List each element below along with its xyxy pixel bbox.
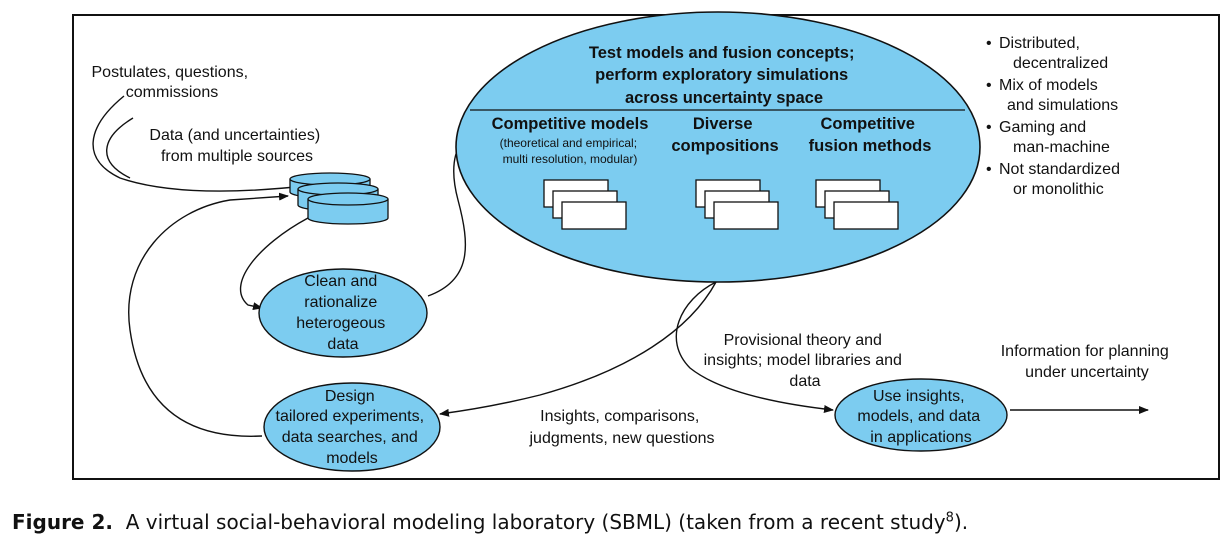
characteristics-list: • Distributed, decentralized • Mix of mo…: [986, 35, 1120, 198]
design-feedback-loop-arrow: [128, 192, 289, 437]
main-simulation-ellipse: Test models and fusion concepts; perform…: [455, 11, 981, 283]
database-to-clean-arrow: [239, 217, 309, 311]
design-line: tailored experiments,: [276, 408, 425, 425]
use-insights-line: models, and data: [857, 408, 980, 425]
data-sources-line: Data (and uncertainties): [149, 127, 320, 144]
bullet-marker: •: [986, 77, 992, 94]
postulates-line: commissions: [126, 84, 218, 101]
information-planning-label: Information for planning under uncertain…: [1001, 343, 1174, 381]
provisional-line: Provisional theory and: [724, 332, 882, 349]
design-experiments-label: Design tailored experiments, data search…: [276, 388, 429, 467]
bullet-text: Mix of models: [999, 77, 1098, 94]
competitive-models-title: Competitive models: [492, 115, 649, 133]
clean-data-label: Clean and rationalize heterogeous data: [296, 273, 389, 353]
figure-caption-tail: ).: [953, 510, 969, 534]
use-insights-line: Use insights,: [873, 388, 965, 405]
competitive-models-subtitle-line: multi resolution, modular): [503, 152, 638, 166]
compositions-document-stack-icon: [695, 179, 779, 230]
clean-data-ellipse: Clean and rationalize heterogeous data: [258, 268, 428, 358]
information-line: Information for planning: [1001, 343, 1169, 360]
clean-data-line: data: [327, 336, 358, 353]
fusion-methods-line: Competitive: [820, 115, 914, 133]
clean-data-line: heterogeous: [296, 315, 385, 332]
ellipse-to-use-arrow: [675, 281, 834, 413]
data-sources-line: from multiple sources: [161, 148, 313, 165]
postulates-arrow: [92, 95, 306, 192]
clean-data-line: rationalize: [304, 294, 377, 311]
bullet-marker: •: [986, 161, 992, 178]
fusion-document-stack-icon: [815, 179, 899, 230]
competitive-models-subtitle: (theoretical and empirical; multi resolu…: [500, 136, 641, 166]
design-line: models: [326, 450, 378, 467]
bullet-text: and simulations: [1007, 97, 1118, 114]
provisional-line: insights; model libraries and: [704, 352, 902, 369]
ellipse-title-line: perform exploratory simulations: [595, 66, 848, 84]
figure-caption: Figure 2. A virtual social-behavioral mo…: [12, 510, 968, 534]
postulates-label: Postulates, questions, commissions: [92, 64, 253, 101]
use-insights-ellipse: Use insights, models, and data in applic…: [834, 378, 1008, 452]
ellipse-title-line: across uncertainty space: [625, 89, 823, 107]
data-sources-label: Data (and uncertainties) from multiple s…: [149, 127, 324, 165]
bullet-text: Gaming and: [999, 119, 1086, 136]
information-line: under uncertainty: [1025, 364, 1149, 381]
competitive-models-subtitle-line: (theoretical and empirical;: [500, 136, 637, 150]
bullet-marker: •: [986, 35, 992, 52]
ellipse-title: Test models and fusion concepts; perform…: [589, 44, 859, 107]
bullet-marker: •: [986, 119, 992, 136]
bullet-text: Not standardized: [999, 161, 1120, 178]
postulates-line: Postulates, questions,: [92, 64, 249, 81]
diverse-compositions-line: Diverse: [693, 115, 753, 133]
design-experiments-ellipse: Design tailored experiments, data search…: [263, 382, 441, 472]
ellipse-to-design-arrow: [439, 281, 717, 417]
insights-comparisons-line: judgments, new questions: [529, 430, 715, 447]
bullet-text: decentralized: [1013, 55, 1108, 72]
use-insights-line: in applications: [870, 429, 971, 446]
data-sources-database-icon: [289, 172, 389, 225]
diverse-compositions-title: Diverse compositions: [671, 115, 778, 155]
insights-comparisons-label: Insights, comparisons, judgments, new qu…: [529, 408, 715, 447]
sbml-diagram: Test models and fusion concepts; perform…: [72, 11, 1220, 480]
figure-caption-ref: 8: [945, 510, 954, 526]
use-insights-label: Use insights, models, and data in applic…: [857, 388, 984, 446]
diverse-compositions-line: compositions: [671, 137, 778, 155]
data-sources-arrow: [106, 117, 134, 179]
provisional-line: data: [789, 373, 820, 390]
figure-caption-label: Figure 2.: [12, 510, 113, 534]
insights-comparisons-line: Insights, comparisons,: [540, 408, 699, 425]
clean-data-line: Clean and: [304, 273, 377, 290]
figure-caption-text: A virtual social-behavioral modeling lab…: [125, 510, 946, 534]
design-line: Design: [325, 388, 375, 405]
diagram-frame: [72, 14, 1220, 480]
fusion-methods-title: Competitive fusion methods: [809, 115, 932, 155]
bullet-text: man-machine: [1013, 139, 1110, 156]
bullet-text: Distributed,: [999, 35, 1080, 52]
design-line: data searches, and: [282, 429, 418, 446]
fusion-methods-line: fusion methods: [809, 137, 932, 155]
bullet-text: or monolithic: [1013, 181, 1104, 198]
ellipse-title-line: Test models and fusion concepts;: [589, 44, 855, 62]
provisional-theory-label: Provisional theory and insights; model l…: [704, 332, 907, 390]
models-document-stack-icon: [543, 179, 627, 230]
